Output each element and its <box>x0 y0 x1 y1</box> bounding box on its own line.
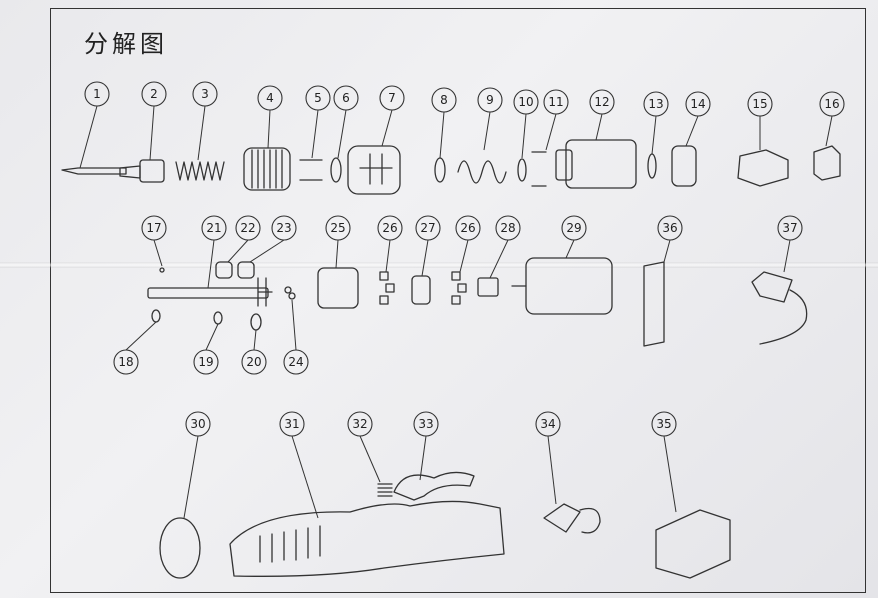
callout-28: 28 <box>500 221 515 235</box>
paper-fold <box>0 262 878 268</box>
part-spring-3 <box>175 161 225 181</box>
part-clutch-slots <box>359 153 393 185</box>
callout-6: 6 <box>342 91 350 105</box>
part-gearbox-25 <box>317 267 359 309</box>
callout-26b: 26 <box>460 221 475 235</box>
leader-lines <box>79 105 833 519</box>
callout-19: 19 <box>198 355 213 369</box>
callout-37: 37 <box>782 221 797 235</box>
callout-16: 16 <box>824 97 839 111</box>
diagram-frame <box>50 8 866 593</box>
part-planet-gears-26a <box>379 271 395 305</box>
part-clutch <box>347 145 401 195</box>
part-ring-18 <box>151 309 161 323</box>
part-ring-20 <box>250 313 262 331</box>
callout-7: 7 <box>388 91 396 105</box>
callout-31: 31 <box>284 417 299 431</box>
callout-34: 34 <box>540 417 555 431</box>
part-ball-24b <box>288 292 296 300</box>
part-bit <box>61 167 127 175</box>
part-cap-14 <box>671 145 697 187</box>
part-washer-13 <box>647 153 657 179</box>
callout-20: 20 <box>246 355 261 369</box>
part-housing-grip <box>259 525 321 563</box>
part-ring-6 <box>330 157 342 183</box>
part-battery-35 <box>655 509 731 579</box>
callout-11: 11 <box>548 95 563 109</box>
part-bushing-22 <box>215 261 233 279</box>
callout-26a: 26 <box>382 221 397 235</box>
callout-22: 22 <box>240 221 255 235</box>
callout-numbers: 1 2 3 4 5 6 7 8 9 10 11 12 13 14 15 16 1… <box>93 87 839 431</box>
part-pinion-28 <box>477 277 499 297</box>
callout-1: 1 <box>93 87 101 101</box>
part-ring-19 <box>213 311 223 325</box>
callout-circles <box>84 81 845 437</box>
part-motor-29 <box>525 257 613 315</box>
callout-36: 36 <box>662 221 677 235</box>
part-plate-36 <box>643 261 665 347</box>
callout-5: 5 <box>314 91 322 105</box>
part-end-cap-30 <box>159 517 201 579</box>
part-button <box>813 145 841 181</box>
part-trigger-33 <box>393 471 475 501</box>
part-spindle <box>147 287 269 299</box>
part-clip-34 <box>543 503 601 534</box>
part-gear-housing-tab <box>555 149 573 181</box>
callout-10: 10 <box>518 95 533 109</box>
callout-25: 25 <box>330 221 345 235</box>
callout-33: 33 <box>418 417 433 431</box>
part-holder-sleeve <box>139 159 165 183</box>
part-housing-31 <box>229 500 505 577</box>
callout-21: 21 <box>206 221 221 235</box>
callout-14: 14 <box>690 97 705 111</box>
callout-3: 3 <box>201 87 209 101</box>
callout-18: 18 <box>118 355 133 369</box>
part-collar-ridges <box>251 149 283 189</box>
part-ball-17 <box>159 267 165 273</box>
part-gear-housing <box>565 139 637 189</box>
callout-15: 15 <box>752 97 767 111</box>
part-ball-24a <box>284 286 292 294</box>
part-spring-32 <box>377 483 393 497</box>
part-planet-gears-26b <box>451 271 467 305</box>
page-title: 分解图 <box>84 30 168 58</box>
callout-4: 4 <box>266 91 274 105</box>
callout-30: 30 <box>190 417 205 431</box>
part-bushing-23 <box>237 261 255 279</box>
callout-2: 2 <box>150 87 158 101</box>
callout-29: 29 <box>566 221 581 235</box>
callout-12: 12 <box>594 95 609 109</box>
part-charger-37 <box>751 271 808 345</box>
part-washer-8 <box>434 157 446 183</box>
callout-32: 32 <box>352 417 367 431</box>
callout-35: 35 <box>656 417 671 431</box>
part-pins <box>299 159 323 181</box>
part-carrier <box>257 277 273 307</box>
callout-9: 9 <box>486 93 494 107</box>
part-collar <box>243 147 291 191</box>
part-bit-holder <box>119 165 141 179</box>
callout-13: 13 <box>648 97 663 111</box>
callout-8: 8 <box>440 93 448 107</box>
part-spring-9 <box>457 160 507 184</box>
part-ring-10 <box>517 158 527 182</box>
callout-17: 17 <box>146 221 161 235</box>
part-carrier-27 <box>411 275 431 305</box>
callout-23: 23 <box>276 221 291 235</box>
part-pins-11 <box>531 151 547 187</box>
callout-24: 24 <box>288 355 303 369</box>
callout-27: 27 <box>420 221 435 235</box>
part-switch <box>737 149 789 187</box>
